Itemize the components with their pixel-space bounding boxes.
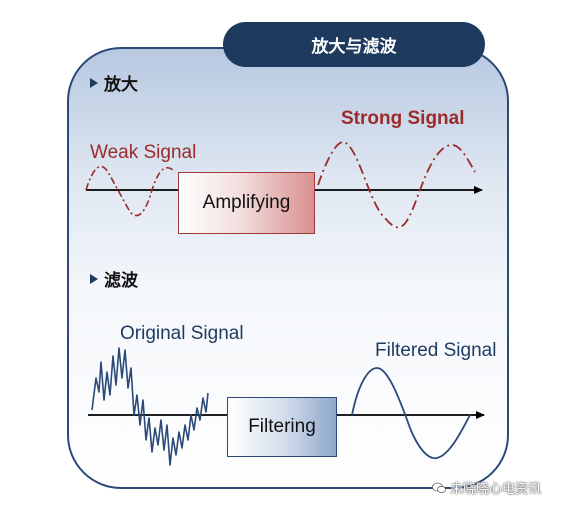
- filtering-box: Filtering: [227, 397, 337, 457]
- watermark-text: 未晓晓心电资讯: [450, 482, 542, 497]
- weak-signal-wave: [85, 165, 176, 217]
- triangle-right-icon: [90, 77, 98, 88]
- wechat-icon: [432, 482, 446, 494]
- section-amplify-heading: 放大: [90, 70, 138, 95]
- section-filter-heading: 滤波: [90, 266, 138, 291]
- weak-signal-label: Weak Signal: [90, 142, 197, 163]
- diagram-title: 放大与滤波: [223, 22, 485, 67]
- filtered-signal-wave: [351, 367, 471, 460]
- filtering-box-label: Filtering: [248, 416, 316, 437]
- original-signal-label: Original Signal: [120, 323, 244, 344]
- original-signal-wave: [91, 347, 209, 466]
- strong-signal-label: Strong Signal: [341, 108, 465, 129]
- triangle-right-icon: [90, 273, 98, 284]
- section-filter-title: 滤波: [104, 271, 138, 291]
- filtered-signal-label: Filtered Signal: [375, 340, 497, 361]
- amplifying-box-label: Amplifying: [202, 192, 291, 213]
- amplifying-box: Amplifying: [178, 172, 315, 234]
- strong-signal-wave: [317, 141, 476, 229]
- watermark: 未晓晓心电资讯: [432, 478, 541, 497]
- section-amplify-title: 放大: [104, 75, 138, 95]
